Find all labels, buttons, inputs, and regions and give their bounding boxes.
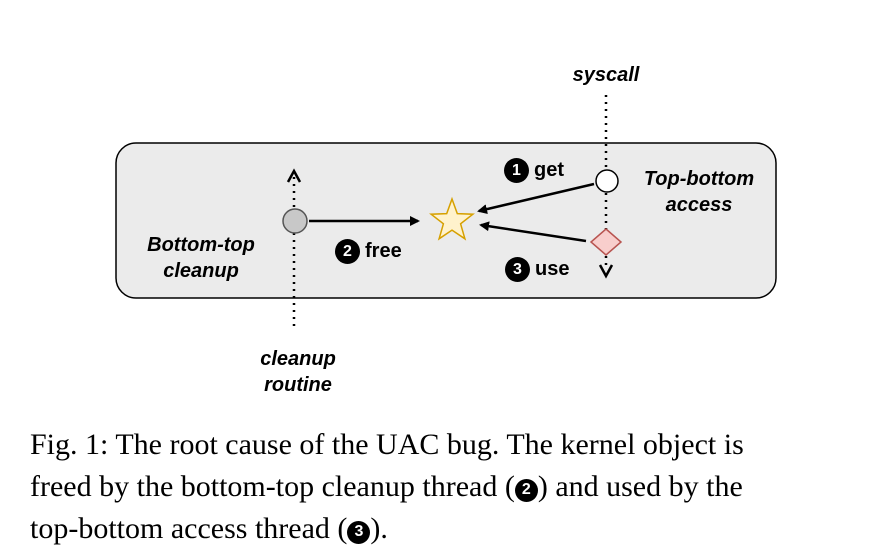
caption-line-3: top-bottom access thread (3). bbox=[30, 508, 862, 550]
step-free: 2 free bbox=[335, 239, 402, 264]
caption-line-3-b: ). bbox=[370, 512, 388, 545]
bottom-top-label-line2: cleanup bbox=[163, 260, 239, 282]
caption-line-2-b: ) and used by the bbox=[537, 470, 743, 503]
top-bottom-label-line2: access bbox=[665, 194, 733, 216]
cleanup-routine-label: cleanup routine bbox=[238, 346, 358, 398]
caption-line-1: Fig. 1: The root cause of the UAC bug. T… bbox=[30, 428, 744, 461]
cleanup-routine-label-line2: routine bbox=[264, 374, 332, 396]
step-use: 3 use bbox=[505, 257, 569, 282]
cleanup-routine-label-line1: cleanup bbox=[260, 348, 336, 370]
step-get-label: get bbox=[534, 159, 564, 181]
step-get: 1 get bbox=[504, 158, 564, 183]
caption-line-2-a: freed by the bottom-top cleanup thread ( bbox=[30, 470, 515, 503]
kernel-object-star-icon bbox=[429, 196, 475, 241]
top-bottom-label: Top-bottom access bbox=[624, 166, 774, 218]
top-bottom-node bbox=[595, 169, 619, 193]
cleanup-arrowhead-icon bbox=[286, 168, 302, 183]
caption-line-2: freed by the bottom-top cleanup thread (… bbox=[30, 466, 862, 508]
bottom-top-node bbox=[282, 208, 308, 234]
caption-line-3-a: top-bottom access thread ( bbox=[30, 512, 348, 545]
step-get-number-badge: 1 bbox=[504, 158, 529, 183]
bottom-top-label: Bottom-top cleanup bbox=[126, 232, 276, 284]
bottom-top-label-line1: Bottom-top bbox=[147, 234, 255, 256]
use-diamond-icon bbox=[589, 228, 623, 256]
use-arrow bbox=[479, 221, 587, 243]
get-arrow bbox=[477, 182, 595, 215]
step-use-number-badge: 3 bbox=[505, 257, 530, 282]
step-use-label: use bbox=[535, 258, 570, 280]
top-bottom-label-line1: Top-bottom bbox=[643, 168, 755, 190]
syscall-label: syscall bbox=[572, 64, 640, 86]
caption-step-2-badge: 2 bbox=[514, 478, 538, 502]
step-free-label: free bbox=[365, 240, 402, 262]
caption-step-3-badge: 3 bbox=[347, 520, 371, 544]
syscall-arrowhead-icon bbox=[598, 264, 614, 279]
figure-caption: Fig. 1: The root cause of the UAC bug. T… bbox=[30, 424, 862, 550]
step-free-number-badge: 2 bbox=[335, 239, 360, 264]
